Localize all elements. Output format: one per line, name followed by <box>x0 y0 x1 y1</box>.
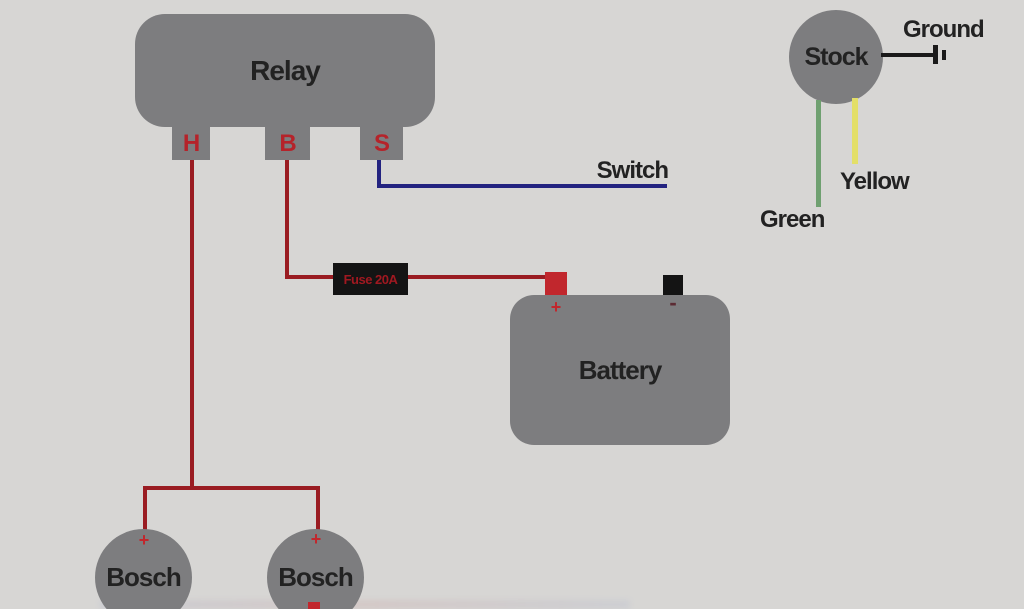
switch-wire-vertical <box>377 160 381 188</box>
battery-body: Battery <box>510 295 730 445</box>
horn-wire-vertical <box>190 160 194 488</box>
ground-label: Ground <box>903 16 985 43</box>
relay-terminal-h-label: H <box>182 129 200 157</box>
relay-terminal-s: S <box>360 127 403 160</box>
yellow-label: Yellow <box>840 168 910 195</box>
fuse-label: Fuse 20A <box>343 271 398 287</box>
horn-right-body: Bosch <box>267 529 364 609</box>
battery-negative-terminal <box>663 275 683 295</box>
ground-wire <box>881 53 935 57</box>
stock-green-wire <box>816 100 821 207</box>
horn-wire-left-drop <box>143 486 147 532</box>
switch-label: Switch <box>596 157 669 184</box>
horn-wire-branch-horizontal <box>143 486 320 490</box>
watermark-smudge <box>100 600 630 609</box>
battery-negative-mark: - <box>669 290 677 315</box>
relay-terminal-s-label: S <box>373 129 390 157</box>
ground-symbol-dot <box>942 50 946 60</box>
horn-left-label: Bosch <box>106 562 181 592</box>
relay-label: Relay <box>250 54 321 86</box>
battery-label: Battery <box>578 354 663 385</box>
horn-right-positive-mark: + <box>310 529 322 549</box>
horn-right-bottom-terminal <box>308 602 320 609</box>
switch-wire-horizontal <box>377 184 667 188</box>
battery-positive-terminal <box>545 272 567 295</box>
fuse-box: Fuse 20A <box>333 263 408 295</box>
battery-wire-horizontal <box>285 275 555 279</box>
relay-terminal-b: B <box>265 127 310 160</box>
green-label: Green <box>760 206 825 233</box>
relay-terminal-b-label: B <box>279 129 296 157</box>
battery-wire-vertical <box>285 160 289 279</box>
horn-left-positive-mark: + <box>138 530 150 550</box>
ground-symbol-bar <box>933 45 938 64</box>
battery-positive-mark: + <box>550 297 562 317</box>
relay-terminal-h: H <box>172 127 210 160</box>
relay-body: Relay <box>135 14 435 127</box>
horn-wire-right-drop <box>316 486 320 532</box>
stock-label: Stock <box>804 42 868 71</box>
horn-left-body: Bosch <box>95 529 192 609</box>
horn-right-label: Bosch <box>278 562 353 592</box>
stock-yellow-wire <box>852 98 858 164</box>
stock-body: Stock <box>789 10 883 104</box>
